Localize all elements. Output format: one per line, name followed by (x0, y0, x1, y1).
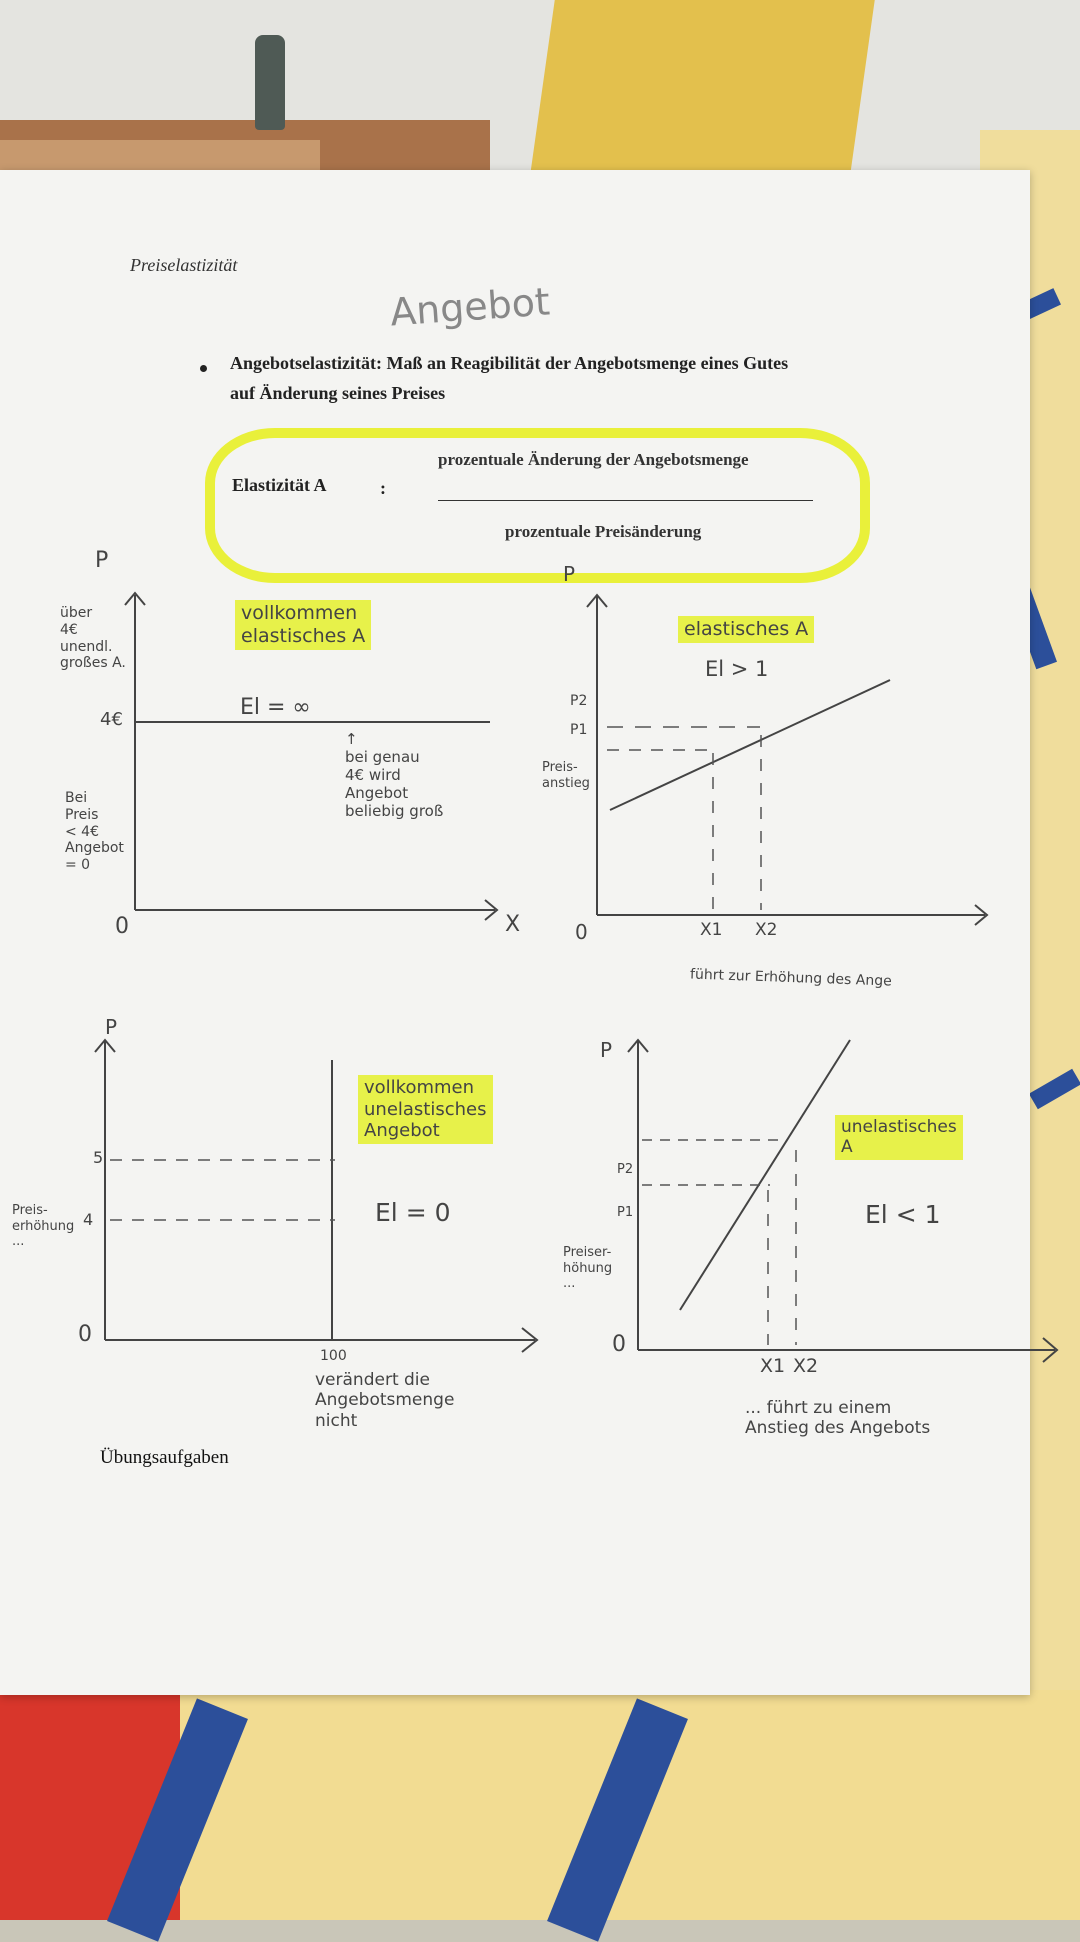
background-bottle (255, 35, 285, 130)
graph2-p1-label: P1 (570, 722, 588, 738)
graph3-x-value: 100 (320, 1348, 347, 1364)
graph1-type-label: vollkommen elastisches A (235, 600, 372, 650)
graph-elastic (586, 593, 989, 926)
graph2-x1-label: X1 (700, 920, 723, 940)
chapter-header: Preiselastizität (130, 255, 238, 275)
graph2-p2-label: P2 (570, 693, 588, 709)
worksheet-page: Preiselastizität Angebot Angebotselastiz… (0, 170, 1059, 1695)
formula-denominator: prozentuale Preisänderung (505, 522, 702, 541)
graph3-origin-label: 0 (78, 1322, 92, 1347)
graph4-origin-label: 0 (612, 1332, 626, 1357)
graph-perfectly-inelastic (94, 1038, 539, 1353)
graph1-origin-label: 0 (115, 914, 129, 939)
graph2-type-label: elastisches A (678, 616, 815, 643)
graph3-bottom-note: verändert die Angebotsmenge nicht (315, 1370, 455, 1431)
graph1-elasticity: El = ∞ (240, 695, 311, 720)
graph4-left-note: Preiser- höhung ... (563, 1245, 613, 1292)
graph2-left-note: Preis- anstieg (542, 760, 590, 791)
graph4-p-axis-label: P (600, 1038, 613, 1062)
exercises-heading: Übungsaufgaben (100, 1447, 229, 1468)
formula-name: Elastizität A (232, 475, 327, 495)
fraction-line (438, 500, 813, 501)
definition-line-1: Angebotselastizität: Maß an Reagibilität… (230, 353, 789, 373)
graph4-p2-label: P2 (617, 1162, 634, 1177)
graph2-elasticity: El > 1 (705, 657, 769, 681)
graph4-type-label: unelastisches A (835, 1115, 963, 1160)
formula-separator: : (380, 478, 386, 498)
graph3-price-high: 5 (93, 1148, 104, 1167)
graph1-left-note-bottom: Bei Preis < 4€ Angebot = 0 (65, 790, 124, 874)
graph4-x1-label: X1 (760, 1355, 786, 1377)
graph2-origin-label: 0 (575, 920, 588, 944)
graph1-left-note-top: über 4€ unendl. großes A. (60, 605, 126, 672)
graph1-x-axis-label: X (505, 912, 521, 937)
graph-inelastic (627, 1038, 1059, 1363)
graph3-p-axis-label: P (105, 1015, 118, 1039)
graph3-price-low: 4 (83, 1210, 94, 1229)
graph3-type-label: vollkommen unelastisches Angebot (358, 1075, 493, 1144)
formula-numerator: prozentuale Änderung der Angebotsmenge (438, 450, 749, 469)
graph-perfectly-elastic (124, 591, 499, 921)
formula-highlight-cloud (205, 428, 870, 583)
graph4-x2-label: X2 (793, 1355, 819, 1377)
graph2-p-axis-label: P (563, 562, 576, 586)
graph1-price-label: 4€ (100, 709, 123, 730)
handwritten-title: Angebot (388, 279, 552, 335)
graph4-bottom-note: ... führt zu einem Anstieg des Angebots (745, 1398, 931, 1439)
graph3-left-note: Preis- erhöhung ... (12, 1203, 75, 1250)
bullet-icon (200, 365, 207, 372)
graph2-x2-label: X2 (755, 920, 778, 940)
graph4-p1-label: P1 (617, 1205, 634, 1220)
graph4-elasticity: El < 1 (865, 1200, 941, 1229)
definition-line-2: auf Änderung seines Preises (230, 383, 446, 403)
graph1-p-axis-label: P (95, 548, 109, 573)
graph1-arrow-note: ↑ bei genau 4€ wird Angebot beliebig gro… (345, 730, 444, 820)
graph2-bottom-note: führt zur Erhöhung des Ange (689, 966, 892, 990)
graph3-elasticity: El = 0 (375, 1198, 451, 1227)
